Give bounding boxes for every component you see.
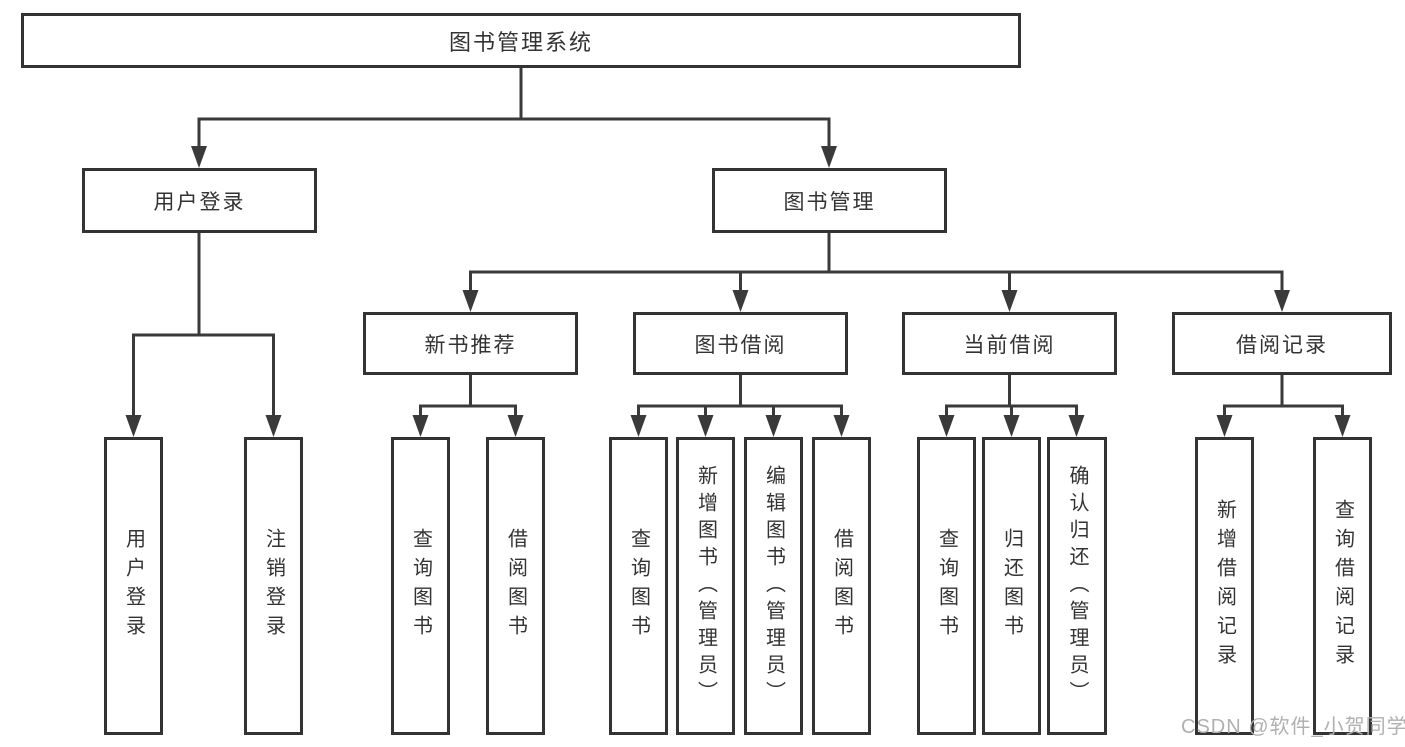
leaf-user-login: 用户登录: [104, 437, 163, 735]
leaf-current-confirm-return-admin: 确认归还（管理员）: [1047, 437, 1107, 735]
node-new-book-recommend: 新书推荐: [363, 312, 578, 375]
leaf-records-add-record: 新增借阅记录: [1195, 437, 1254, 735]
node-book-management: 图书管理: [712, 168, 947, 233]
node-user-login: 用户登录: [82, 168, 317, 233]
leaf-borrow-borrow-books: 借阅图书: [812, 437, 871, 735]
leaf-logout: 注销登录: [244, 437, 303, 735]
watermark-text: CSDN @软件_小贺同学: [1181, 716, 1405, 738]
node-book-borrow: 图书借阅: [633, 312, 848, 375]
node-library-management-system: 图书管理系统: [21, 13, 1021, 68]
node-borrow-records: 借阅记录: [1172, 312, 1392, 375]
leaf-borrow-add-books-admin: 新增图书（管理员）: [676, 437, 735, 735]
leaf-newbook-query-books: 查询图书: [391, 437, 450, 735]
leaf-borrow-query-books: 查询图书: [609, 437, 668, 735]
node-current-borrow: 当前借阅: [902, 312, 1117, 375]
leaf-newbook-borrow-books: 借阅图书: [486, 437, 545, 735]
leaf-current-query-books: 查询图书: [917, 437, 976, 735]
leaf-borrow-edit-books-admin: 编辑图书（管理员）: [744, 437, 803, 735]
leaf-records-query-record: 查询借阅记录: [1313, 437, 1372, 735]
leaf-current-return-books: 归还图书: [982, 437, 1041, 735]
